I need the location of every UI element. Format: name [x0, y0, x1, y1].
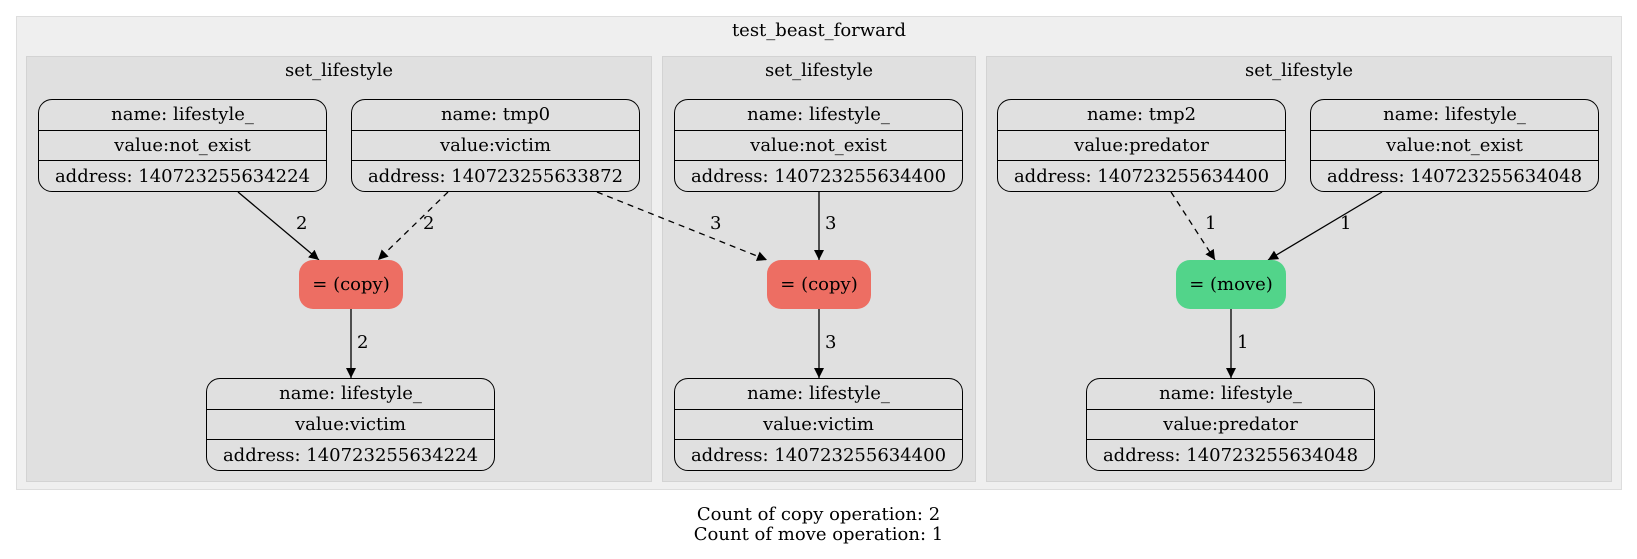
edge-label: 2	[296, 213, 307, 234]
var-name: name: tmp0	[440, 104, 551, 126]
var-node-lifestyle-victim-2[interactable]: name: lifestyle_ value:victim address: 1…	[674, 378, 963, 471]
edge-n6-op3	[1170, 191, 1216, 261]
cluster-title: set_lifestyle	[1245, 60, 1353, 81]
var-node-lifestyle-not-exist-3[interactable]: name: lifestyle_ value:not_exist address…	[1310, 99, 1599, 192]
var-node-lifestyle-predator[interactable]: name: lifestyle_ value:predator address:…	[1086, 378, 1375, 471]
var-address: address: 140723255634048	[1311, 160, 1598, 191]
copy-count-text: Count of copy operation: 2	[696, 504, 941, 525]
edge-label: 1	[1340, 213, 1351, 234]
var-address: address: 140723255634400	[675, 439, 962, 470]
var-address: address: 140723255634400	[675, 160, 962, 191]
var-value: value:victim	[352, 129, 639, 161]
edge-label: 1	[1237, 332, 1248, 353]
var-value: value:not_exist	[675, 129, 962, 161]
edge-label: 1	[1205, 213, 1216, 234]
var-name: name: lifestyle_	[1159, 383, 1302, 405]
var-address: address: 140723255634224	[207, 439, 494, 470]
edge-n2-op1	[377, 191, 449, 261]
var-node-lifestyle-not-exist-1[interactable]: name: lifestyle_ value:not_exist address…	[38, 99, 327, 192]
var-value: value:not_exist	[1311, 129, 1598, 161]
var-name: name: lifestyle_	[747, 104, 890, 126]
var-value: value:not_exist	[39, 129, 326, 161]
var-name: name: lifestyle_	[279, 383, 422, 405]
edge-label: 3	[825, 213, 836, 234]
copy-op-node-2[interactable]: = (copy)	[767, 260, 871, 309]
edge-label: 3	[710, 213, 721, 234]
edge-n1-op1	[237, 191, 320, 261]
cluster-title: set_lifestyle	[285, 60, 393, 81]
var-node-tmp2[interactable]: name: tmp2 value:predator address: 14072…	[997, 99, 1286, 192]
copy-op-node-1[interactable]: = (copy)	[299, 260, 403, 309]
move-op-node[interactable]: = (move)	[1176, 260, 1286, 309]
edge-label: 3	[825, 332, 836, 353]
var-node-tmp0[interactable]: name: tmp0 value:victim address: 1407232…	[351, 99, 640, 192]
var-name: name: lifestyle_	[111, 104, 254, 126]
var-address: address: 140723255634224	[39, 160, 326, 191]
edge-n7-op3	[1267, 191, 1383, 261]
var-address: address: 140723255633872	[352, 160, 639, 191]
var-name: name: lifestyle_	[747, 383, 890, 405]
var-name: name: tmp2	[1086, 104, 1197, 126]
edge-n2-op2	[596, 191, 768, 261]
graph-title: test_beast_forward	[731, 20, 907, 41]
var-value: value:victim	[675, 408, 962, 440]
var-node-lifestyle-victim-1[interactable]: name: lifestyle_ value:victim address: 1…	[206, 378, 495, 471]
var-address: address: 140723255634400	[998, 160, 1285, 191]
cluster-title: set_lifestyle	[765, 60, 873, 81]
var-value: value:predator	[998, 129, 1285, 161]
var-value: value:victim	[207, 408, 494, 440]
var-address: address: 140723255634048	[1087, 439, 1374, 470]
var-node-lifestyle-not-exist-2[interactable]: name: lifestyle_ value:not_exist address…	[674, 99, 963, 192]
operation-summary: Count of copy operation: 2 Count of move…	[0, 505, 1637, 545]
edge-label: 2	[423, 213, 434, 234]
edge-label: 2	[357, 332, 368, 353]
var-name: name: lifestyle_	[1383, 104, 1526, 126]
var-value: value:predator	[1087, 408, 1374, 440]
move-count-text: Count of move operation: 1	[693, 524, 944, 545]
